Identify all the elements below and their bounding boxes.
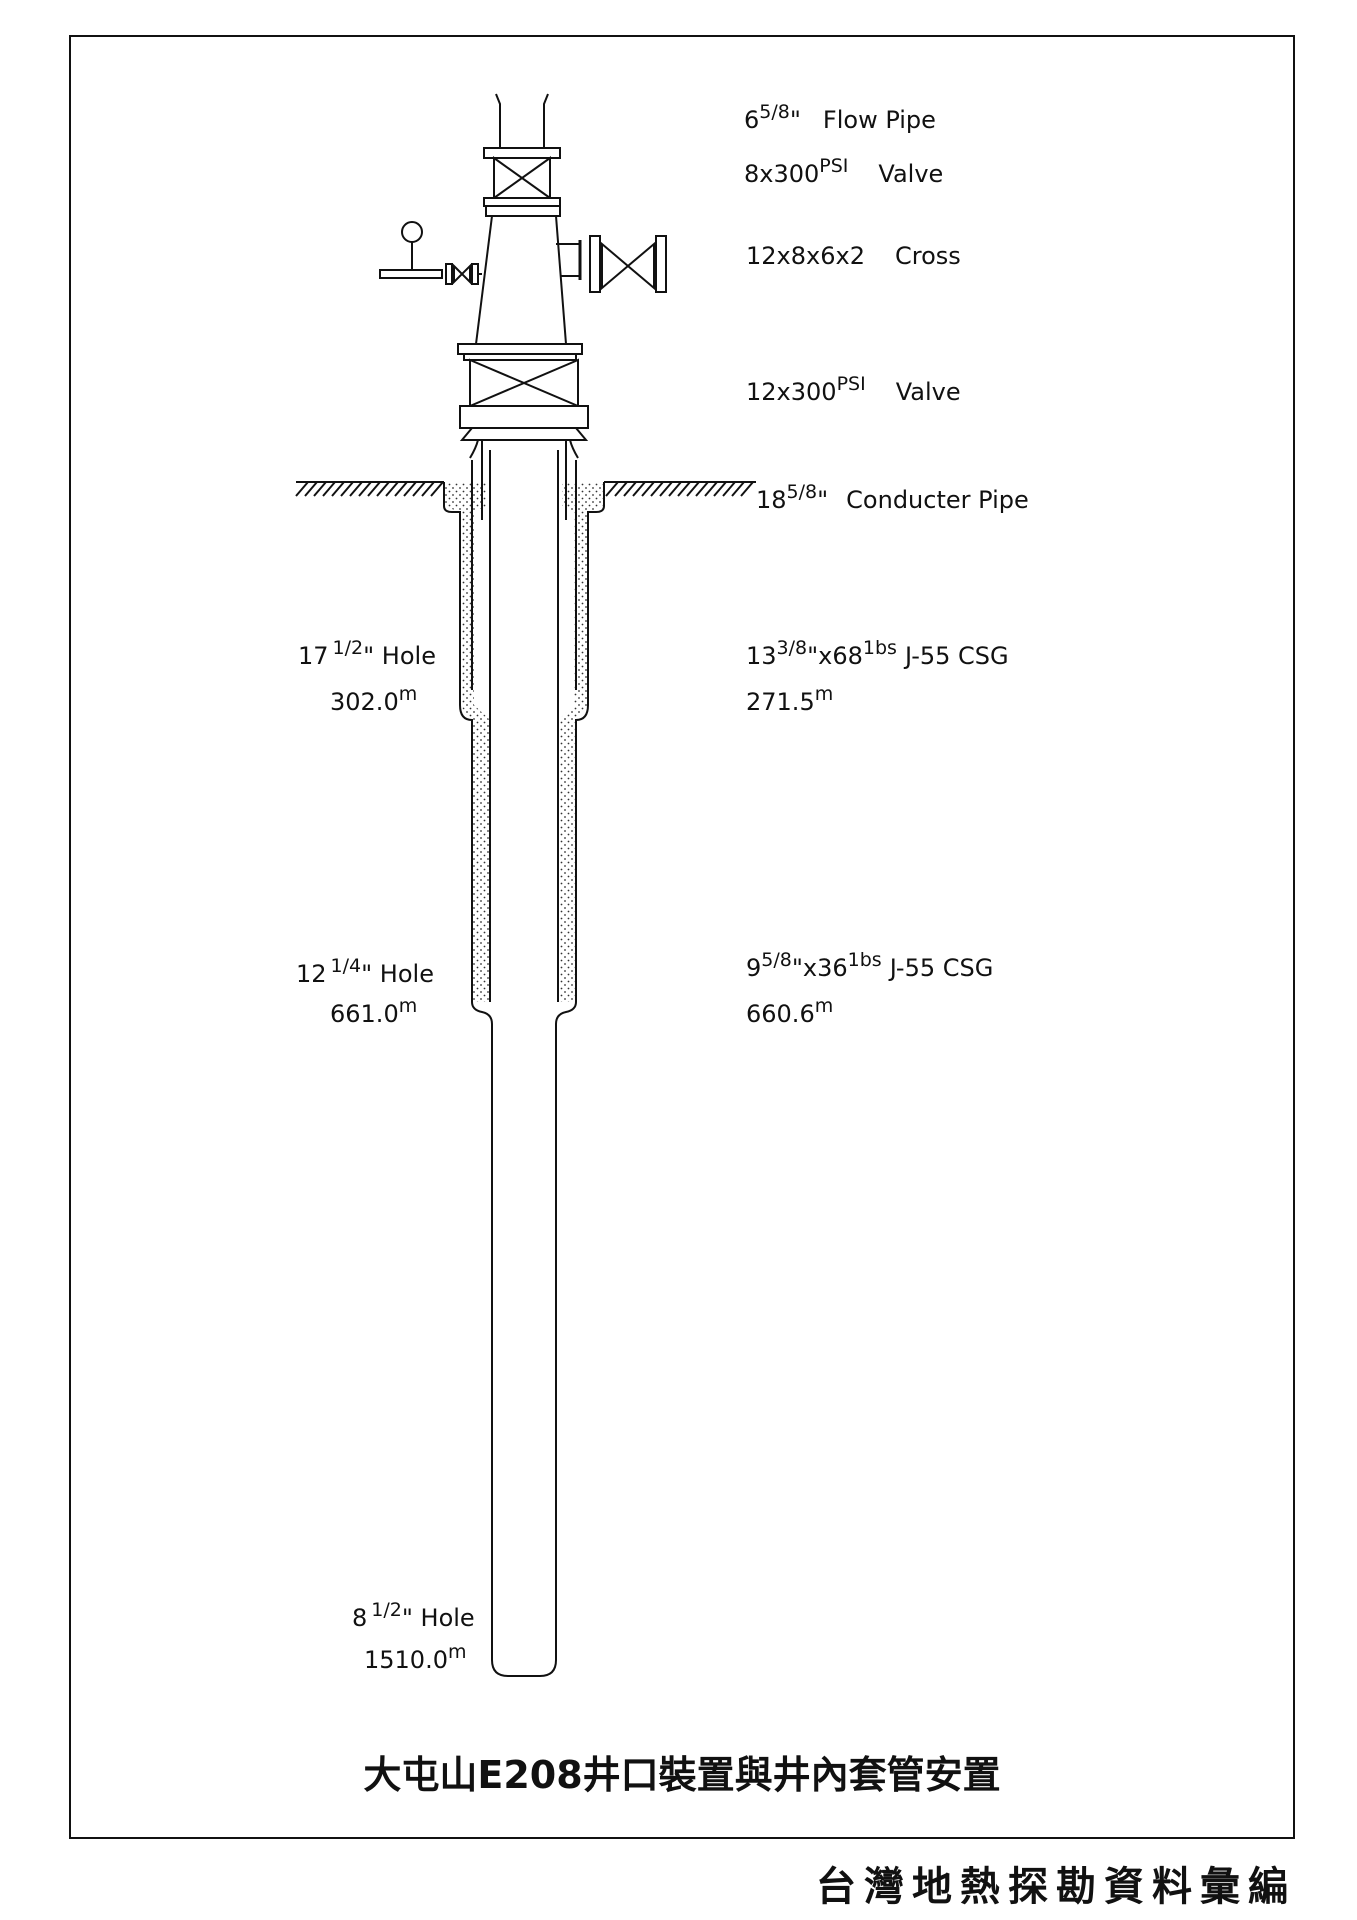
hatch-line: [340, 481, 354, 497]
hatch-line: [686, 481, 700, 497]
hatch-line: [367, 481, 381, 497]
label-conductor-pipe: 185/8"Conducter Pipe: [756, 481, 1029, 514]
hatch-line: [677, 481, 691, 497]
ground-hatch-left: [295, 481, 444, 497]
hatch-line: [403, 481, 417, 497]
hatch-line: [659, 481, 673, 497]
hatch-line: [623, 481, 637, 497]
hatch-line: [641, 481, 655, 497]
hatch-line: [704, 481, 718, 497]
ground-surface: [295, 481, 756, 497]
wing-valve-right: [589, 235, 667, 293]
hatch-line: [668, 481, 682, 497]
hatch-line: [731, 481, 745, 497]
label-flow-pipe: 65/8"Flow Pipe: [744, 101, 936, 134]
hatch-line: [385, 481, 399, 497]
hatch-line: [322, 481, 336, 497]
cement-annulus: [444, 482, 604, 1002]
label-hole-2-depth: 661.0m: [330, 995, 417, 1028]
casing-13-3-8: [471, 460, 577, 690]
hatch-line: [313, 481, 327, 497]
hatch-line: [304, 481, 318, 497]
hatch-line: [331, 481, 345, 497]
footer-publication: 台灣地熱探勘資料彙編: [816, 1864, 1296, 1910]
hatch-line: [722, 481, 736, 497]
ground-hatch-right: [605, 481, 754, 497]
hatch-line: [740, 481, 754, 497]
hatch-line: [358, 481, 372, 497]
casing-9-5-8: [489, 450, 559, 1002]
hatch-line: [695, 481, 709, 497]
top-valve: [483, 147, 561, 207]
hatch-line: [632, 481, 646, 497]
hatch-line: [394, 481, 408, 497]
pressure-gauge-assembly: [379, 221, 482, 285]
page-frame: [69, 35, 1295, 1839]
hatch-line: [412, 481, 426, 497]
label-casing-1-depth: 271.5m: [746, 683, 833, 716]
hatch-line: [650, 481, 664, 497]
hatch-line: [421, 481, 435, 497]
hatch-line: [376, 481, 390, 497]
hatch-line: [614, 481, 628, 497]
cross-fitting: [474, 205, 582, 345]
label-casing-2-depth: 660.6m: [746, 995, 833, 1028]
borehole-outline: [443, 482, 605, 1677]
hatch-line: [349, 481, 363, 497]
hatch-line: [713, 481, 727, 497]
label-hole-3-depth: 1510.0m: [364, 1641, 467, 1674]
diagram-title: 大屯山E208井口裝置與井內套管安置: [363, 1753, 1000, 1797]
hatch-line: [430, 481, 444, 497]
label-hole-1-depth: 302.0m: [330, 683, 417, 716]
master-valve: [457, 343, 589, 441]
flow-pipe: [495, 93, 549, 148]
hatch-line: [295, 481, 309, 497]
hatch-line: [605, 481, 619, 497]
conductor-pipe: [469, 439, 579, 520]
